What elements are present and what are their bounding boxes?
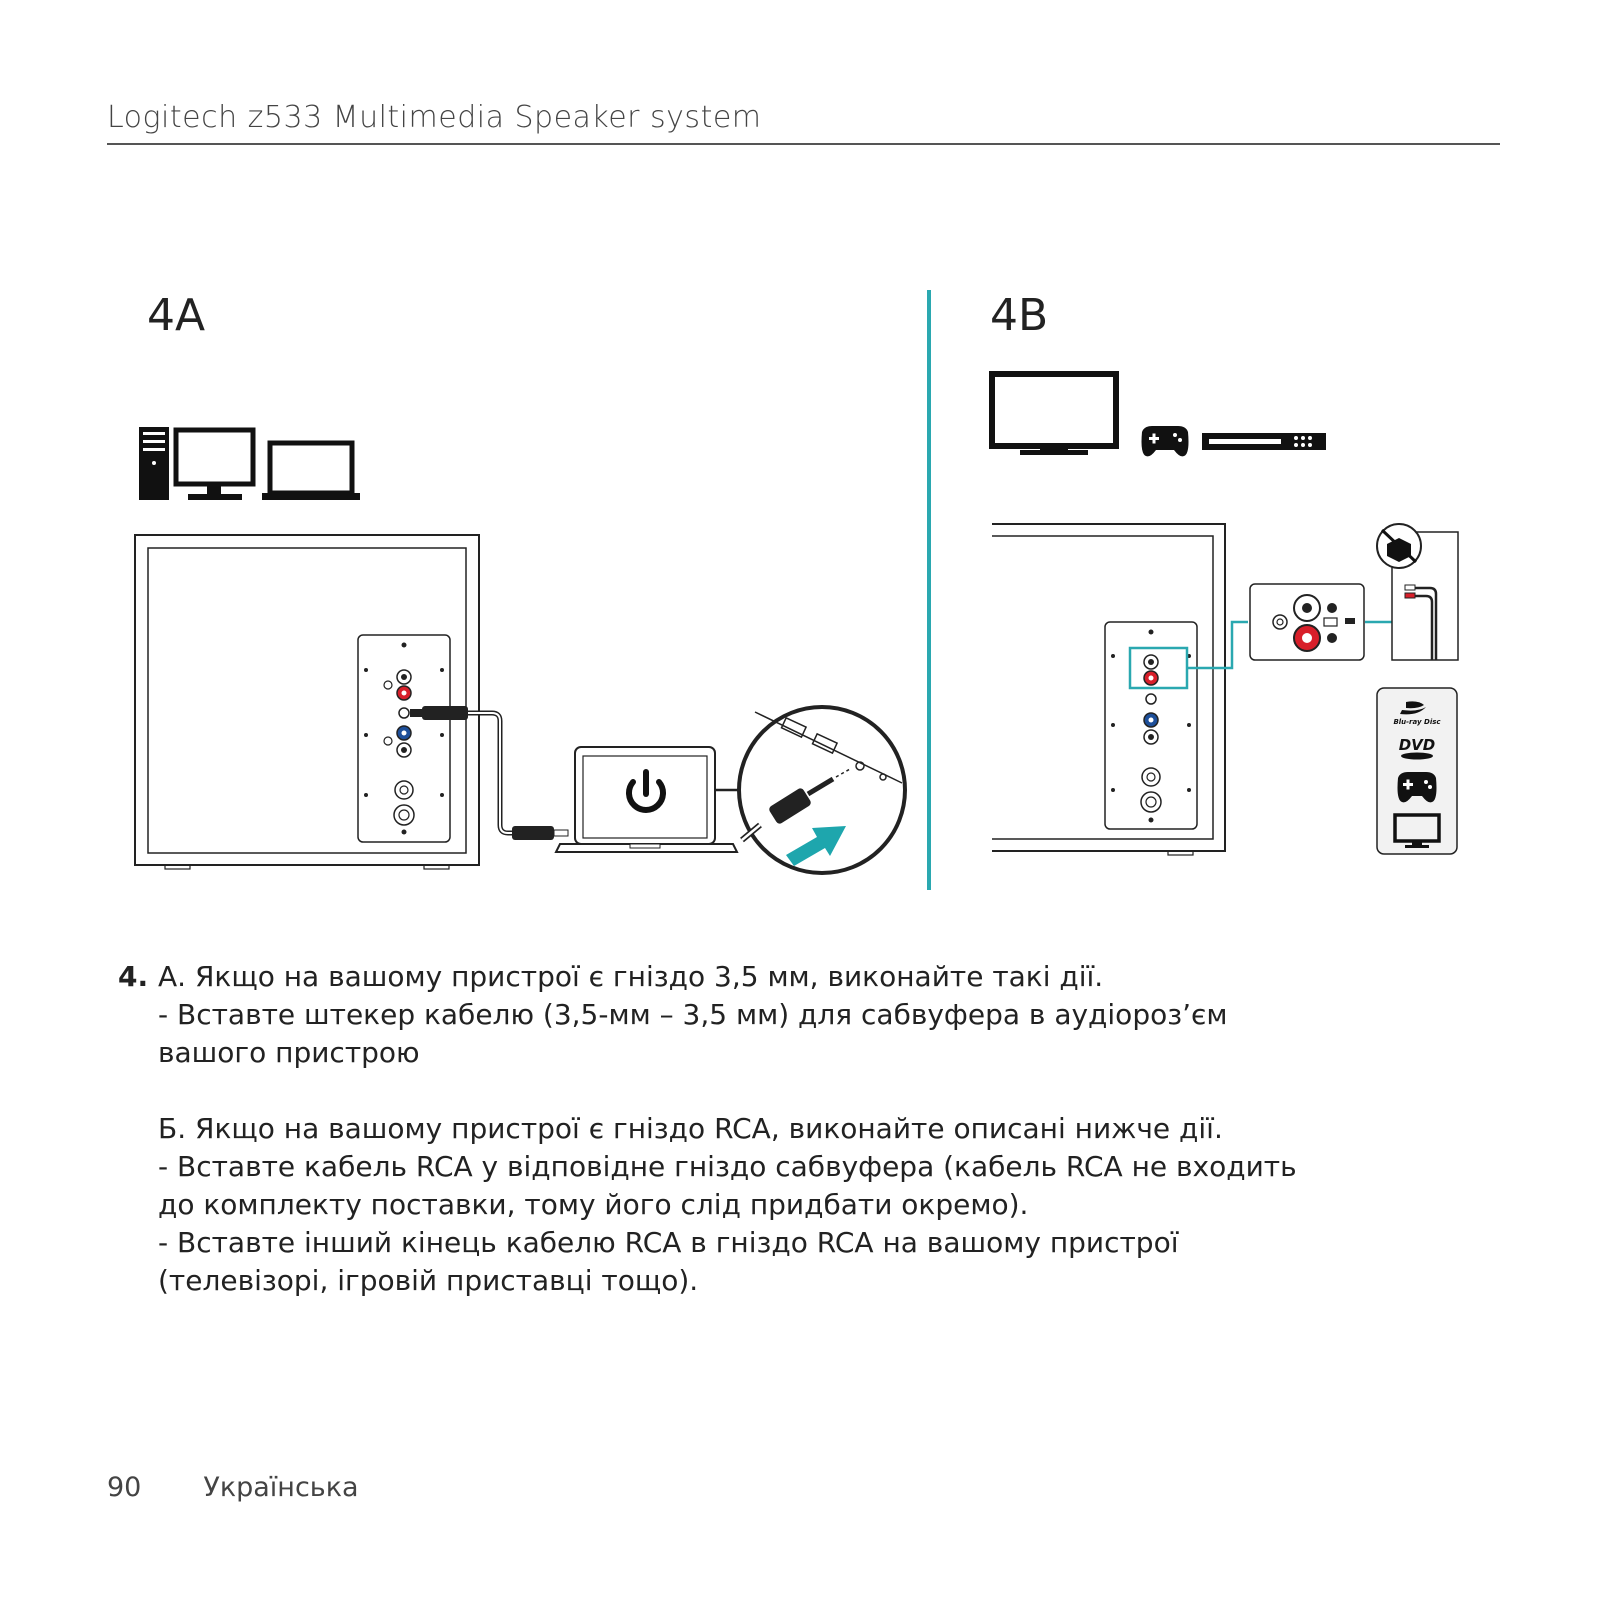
blu-ray-logo-icon: Blu-ray Disc [1393,701,1441,726]
monitor-icon [173,427,256,500]
step-a-heading: А. Якщо на вашому пристрої є гніздо 3,5 … [158,960,1104,993]
page-number: 90 [107,1472,142,1503]
step-b-heading: Б. Якщо на вашому пристрої є гніздо RCA,… [158,1112,1223,1145]
laptop-device [554,746,739,853]
laptop-icon [262,440,360,500]
subwoofer-4b [992,523,1226,856]
header-rule [107,143,1500,145]
tv-icon [989,371,1119,455]
step-b-line: - Вставте інший кінець кабелю RCA в гніз… [158,1226,1179,1259]
dvd-text: DVD [1399,736,1436,754]
step-a-line: - Вставте штекер кабелю (3,5-мм – 3,5 мм… [158,998,1228,1031]
setup-illustration: Blu-ray Disc DVD [134,371,1459,875]
dvd-logo-icon: DVD [1399,736,1436,760]
step-a-line: вашого пристрою [158,1036,420,1069]
pc-tower-icon [139,427,169,500]
figure-divider [927,290,931,890]
rca-input-closeup [1249,583,1365,661]
step-b-line: (телевізорі, ігровій приставці тощо). [158,1264,699,1297]
step-body: А. Якщо на вашому пристрої є гніздо 3,5 … [158,958,1418,1300]
media-player-icon [1202,433,1326,450]
page-footer: 90 Українська [107,1472,359,1503]
tv-small-icon [1393,813,1441,848]
step-number: 4. [118,960,149,993]
language-label: Українська [203,1472,359,1503]
gamepad-small-icon [1397,772,1437,803]
figure-4b-label: 4B [990,290,1049,341]
step-b-line: - Вставте кабель RCA у відповідне гніздо… [158,1150,1297,1183]
audio-cable-3-5mm [410,706,569,840]
blu-ray-text: Blu-ray Disc [1393,718,1441,726]
rca-cable-not-included [1376,523,1459,661]
gamepad-icon [1141,426,1189,457]
document-title: Logitech z533 Multimedia Speaker system [107,100,762,135]
step-b-line: до комплекту поставки, тому його слід пр… [158,1188,1029,1221]
port-closeup [737,705,907,875]
subwoofer-4a [134,534,480,870]
figure-4a-label: 4A [147,290,206,341]
compatible-devices-panel: Blu-ray Disc DVD [1376,687,1458,855]
